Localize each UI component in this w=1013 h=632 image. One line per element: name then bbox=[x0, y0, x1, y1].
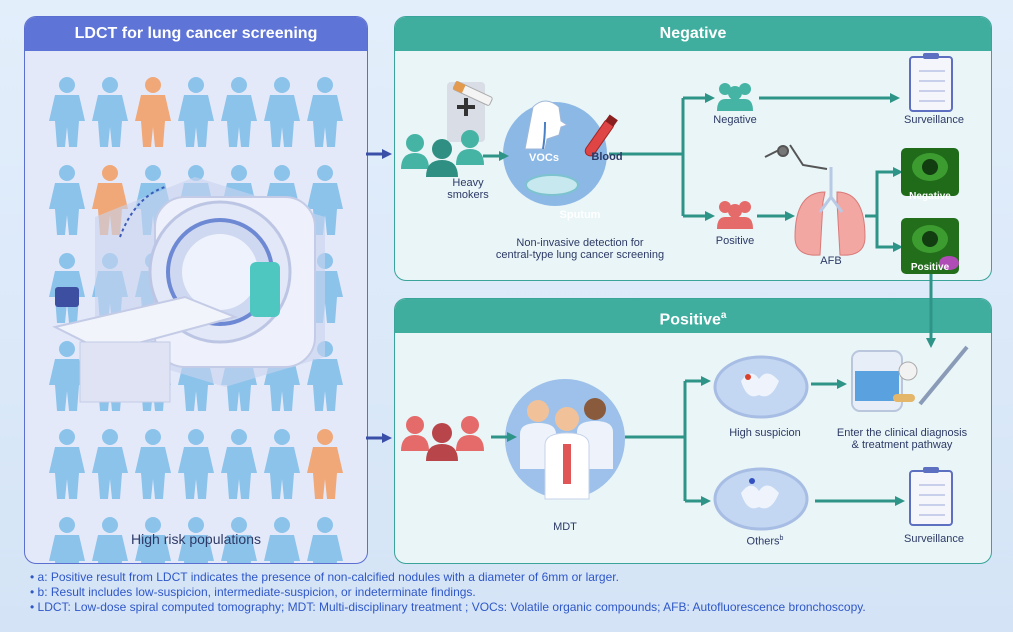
person-icon bbox=[135, 517, 171, 563]
afb-positive-label: Positive bbox=[910, 262, 950, 273]
afb-label: AFB bbox=[820, 255, 842, 267]
positive-arrowheads bbox=[507, 376, 905, 506]
person-icon bbox=[135, 429, 171, 499]
footnotes: • a: Positive result from LDCT indicates… bbox=[30, 570, 1000, 615]
lungs-icon bbox=[794, 167, 866, 256]
noninvasive-label: Non-invasive detection for central-type … bbox=[495, 237, 665, 261]
person-icon bbox=[221, 517, 257, 563]
blood-label: Blood bbox=[591, 151, 623, 163]
person-icon bbox=[49, 429, 85, 499]
person-icon bbox=[49, 517, 85, 563]
smokers-group-icon bbox=[401, 130, 484, 177]
person-icon bbox=[264, 429, 300, 499]
positive-panel-title: Positivea bbox=[395, 299, 991, 333]
population-illustration bbox=[49, 77, 343, 563]
person-icon bbox=[178, 429, 214, 499]
footnote-abbreviations: • LDCT: Low-dose spiral computed tomogra… bbox=[30, 600, 866, 614]
person-icon bbox=[49, 77, 85, 147]
treatment-icon bbox=[851, 345, 969, 412]
sputum-dish-icon bbox=[525, 174, 579, 196]
afb-negative-image bbox=[901, 148, 959, 196]
population-caption: High risk populations bbox=[131, 531, 261, 547]
negative-panel-title: Negative bbox=[395, 17, 991, 51]
head-profile-icon bbox=[524, 100, 569, 150]
person-icon bbox=[178, 517, 214, 563]
positive-group-icon bbox=[717, 201, 753, 229]
person-icon bbox=[92, 77, 128, 147]
mdt-circle-icon bbox=[505, 379, 625, 500]
patients-group-icon bbox=[401, 416, 484, 461]
blood-tube-icon bbox=[584, 114, 618, 157]
negative-branch-arrows bbox=[483, 96, 895, 249]
heavy-smokers-label: Heavy smokers bbox=[447, 177, 489, 201]
others-label: Othersb bbox=[735, 533, 795, 548]
bronchoscope-icon bbox=[764, 144, 828, 170]
positive-flow bbox=[401, 345, 969, 531]
sputum-label: Sputum bbox=[559, 209, 601, 221]
mdt-label: MDT bbox=[553, 521, 577, 533]
ldct-panel: LDCT for lung cancer screening High risk… bbox=[24, 16, 368, 564]
footnote-b: • b: Result includes low-suspicion, inte… bbox=[30, 585, 476, 599]
person-icon bbox=[49, 165, 85, 235]
vocs-label: VOCs bbox=[529, 152, 559, 164]
person-icon bbox=[264, 77, 300, 147]
person-icon bbox=[221, 429, 257, 499]
footnote-a: • a: Positive result from LDCT indicates… bbox=[30, 570, 619, 584]
person-icon bbox=[307, 77, 343, 147]
ct-high-suspicion-icon bbox=[713, 355, 809, 419]
person-icon bbox=[92, 517, 128, 563]
high-suspicion-label: High suspicion bbox=[729, 427, 801, 439]
negative-flow bbox=[401, 53, 959, 274]
person-icon bbox=[307, 517, 343, 563]
surveillance-label: Surveillance bbox=[904, 114, 964, 126]
positive-panel: Positivea bbox=[394, 298, 992, 564]
person-icon bbox=[307, 429, 343, 499]
person-icon bbox=[92, 429, 128, 499]
clipboard-icon bbox=[909, 53, 953, 112]
ct-scanner-icon bbox=[52, 177, 325, 403]
person-icon bbox=[49, 341, 85, 411]
negative-label: Negative bbox=[713, 114, 757, 126]
ct-others-icon bbox=[713, 467, 809, 531]
person-icon bbox=[178, 77, 214, 147]
positive-title-sup: a bbox=[720, 310, 727, 321]
person-icon bbox=[221, 77, 257, 147]
negative-panel: Negative bbox=[394, 16, 992, 281]
person-icon bbox=[135, 77, 171, 147]
negative-group-icon bbox=[717, 83, 753, 111]
arrowheads bbox=[499, 93, 903, 252]
enter-pathway-label: Enter the clinical diagnosis & treatment… bbox=[836, 427, 968, 451]
surveillance-label-2: Surveillance bbox=[904, 533, 964, 545]
ldct-panel-title: LDCT for lung cancer screening bbox=[25, 17, 367, 51]
afb-positive-image bbox=[901, 218, 959, 274]
positive-branch-arrows bbox=[491, 379, 895, 503]
cigarette-icon bbox=[447, 80, 493, 142]
positive-title-text: Positive bbox=[659, 311, 721, 329]
others-text: Others bbox=[746, 535, 780, 548]
afb-negative-label: Negative bbox=[909, 191, 951, 202]
clipboard-icon-2 bbox=[909, 467, 953, 526]
others-sup: b bbox=[779, 535, 784, 542]
person-icon bbox=[264, 517, 300, 563]
positive-label: Positive bbox=[715, 235, 755, 247]
